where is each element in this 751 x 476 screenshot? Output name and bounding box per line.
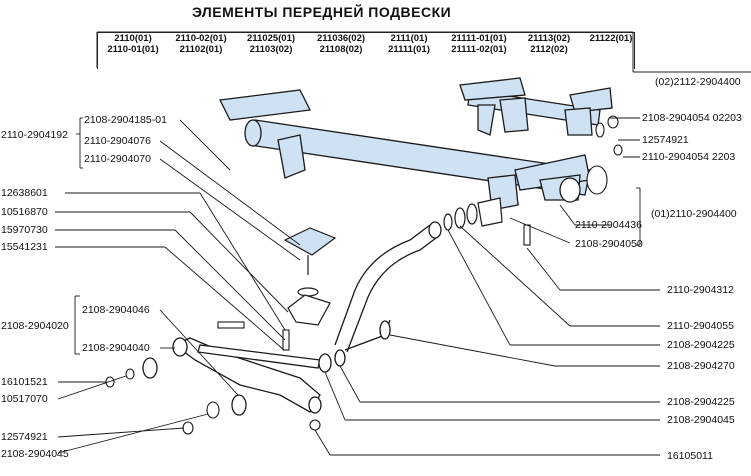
stabilizer-bar — [334, 221, 442, 353]
part-label: 2108-2904270 — [667, 360, 735, 372]
model-cell: 211025(01)21103(02) — [246, 33, 296, 55]
part-label: 2110-2904192 — [1, 129, 68, 141]
part-label: 2108-2904046 — [82, 304, 150, 316]
part-label: 2108-2904045 — [667, 414, 735, 426]
part-label: 2108-2904225 — [667, 396, 735, 408]
part-label: 10516870 — [1, 206, 48, 218]
part-label: 2110-2904312 — [667, 284, 734, 296]
part-label: 10517070 — [1, 393, 48, 405]
model-cell: 21122(01) — [589, 33, 633, 44]
bar-bushings — [443, 197, 503, 231]
part-label: 12638601 — [1, 187, 48, 199]
part-label: (01)2110-2904400 — [651, 208, 737, 220]
part-label: 2110-2904055 — [667, 320, 734, 332]
part-label: 2108-2904020 — [1, 320, 69, 332]
crossmember-02 — [459, 77, 613, 136]
part-label: 2108-2904040 — [82, 342, 150, 354]
crossmember-01 — [219, 89, 591, 211]
model-cell: 2111(01)21111(01) — [388, 33, 430, 55]
part-label: 2110-2904436 — [575, 219, 642, 231]
part-label: 12574921 — [642, 134, 689, 146]
part-label: 16101521 — [1, 376, 48, 388]
part-label: 16105011 — [667, 450, 713, 462]
part-label: 2108-2904054 02203 — [642, 112, 742, 124]
part-label: 15970730 — [1, 224, 48, 236]
part-label: 2108-2904050 — [575, 238, 643, 250]
part-label: 2110-2904076 — [84, 135, 151, 147]
part-label: 2108-2904185-01 — [84, 114, 167, 126]
models-table: 2110(01)2110-01(01) 2110-02(01)21102(01)… — [97, 32, 635, 69]
model-cell: 211036(02)21108(02) — [316, 33, 366, 55]
ball-joint — [283, 227, 337, 326]
part-label: 2108-2904045 — [1, 448, 69, 460]
model-cell: 21111-01(01)21111-02(01) — [451, 33, 507, 55]
part-label: 2110-2904054 2203 — [642, 151, 736, 163]
model-cell: 2110(01)2110-01(01) — [107, 33, 159, 55]
part-label: (02)2112-2904400 — [655, 76, 741, 88]
part-label: 2108-2904225 — [667, 339, 735, 351]
part-label: 12574921 — [1, 431, 48, 443]
model-cell: 2110-02(01)21102(01) — [175, 33, 227, 55]
part-label: 2110-2904070 — [84, 153, 151, 165]
strut-rod — [197, 344, 346, 373]
model-cell: 21113(02)2112(02) — [527, 33, 571, 55]
leader-lines — [55, 117, 660, 456]
diagram-title: ЭЛЕМЕНТЫ ПЕРЕДНЕЙ ПОДВЕСКИ — [192, 4, 452, 20]
part-label: 15541231 — [1, 241, 48, 253]
lower-arm — [142, 337, 322, 416]
